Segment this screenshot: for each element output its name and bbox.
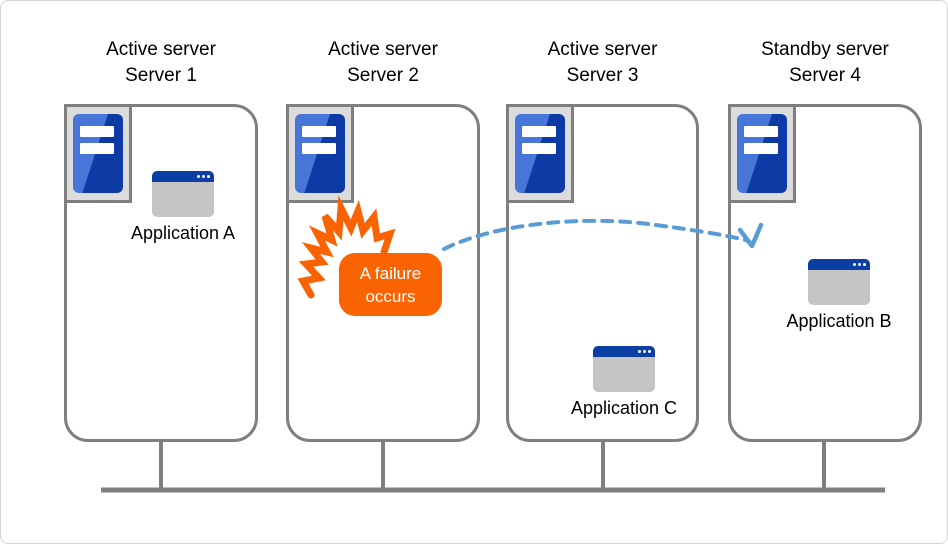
server-1-role: Active server bbox=[106, 39, 216, 60]
server-3-name: Server 3 bbox=[566, 65, 639, 86]
server-2-title: Active server Server 2 bbox=[286, 37, 480, 89]
application-c-label: Application C bbox=[570, 398, 678, 418]
server-3-role: Active server bbox=[547, 39, 658, 60]
server-tower-icon bbox=[506, 104, 574, 203]
application-a: Application A bbox=[103, 171, 263, 244]
server-3-title: Active server Server 3 bbox=[506, 37, 699, 89]
server-4-title: Standby server Server 4 bbox=[728, 37, 922, 89]
server-tower-icon bbox=[286, 104, 354, 203]
server-4-box bbox=[728, 104, 922, 442]
failure-callout: A failure occurs bbox=[339, 253, 442, 316]
server-2-name: Server 2 bbox=[347, 65, 419, 86]
server-tower-icon bbox=[64, 104, 132, 203]
application-b: Application B bbox=[759, 259, 919, 332]
server-2-role: Active server bbox=[328, 39, 438, 60]
app-window-icon bbox=[152, 171, 214, 217]
application-c: Application C bbox=[544, 346, 704, 419]
app-window-icon bbox=[808, 259, 870, 305]
server-1-box bbox=[64, 104, 258, 442]
server-tower-icon bbox=[728, 104, 796, 203]
server-4-role: Standby server bbox=[761, 39, 889, 60]
application-b-label: Application B bbox=[786, 311, 892, 331]
app-window-icon bbox=[593, 346, 655, 392]
server-1-title: Active server Server 1 bbox=[64, 37, 258, 89]
application-a-label: Application A bbox=[130, 223, 236, 243]
server-4-name: Server 4 bbox=[789, 65, 861, 86]
server-1-name: Server 1 bbox=[125, 65, 197, 86]
server-3-box bbox=[506, 104, 699, 442]
